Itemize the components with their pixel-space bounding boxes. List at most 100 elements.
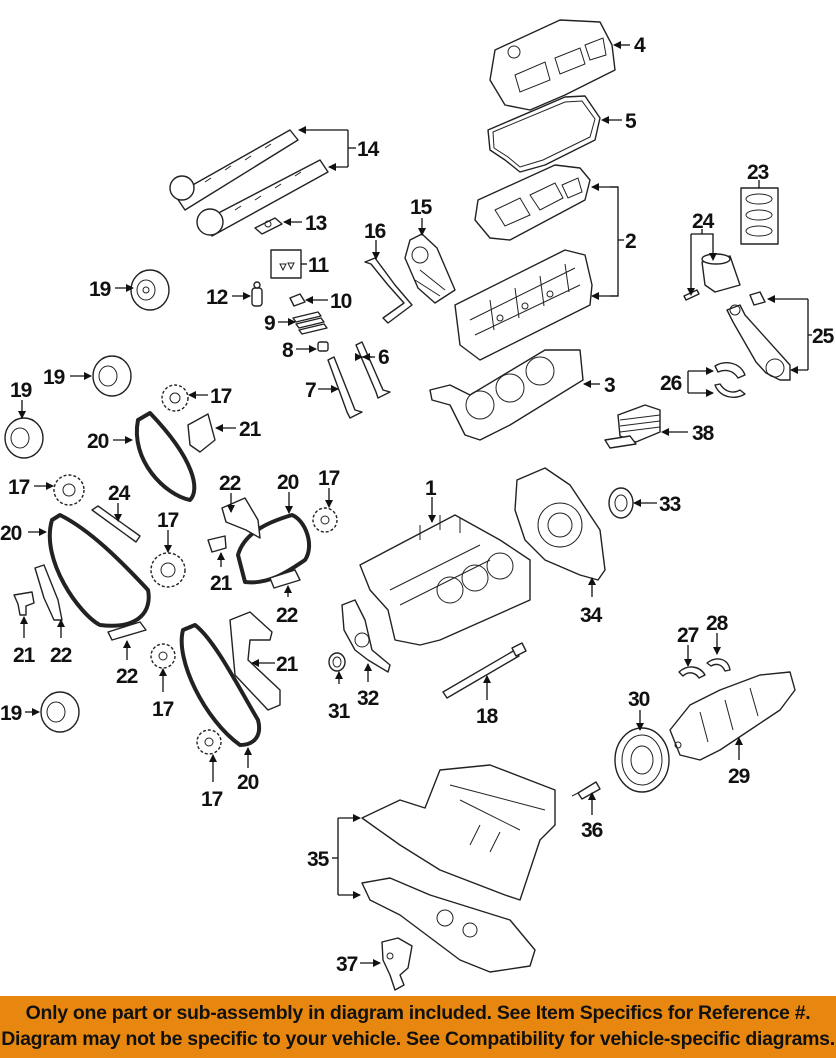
crankshaft-damper-part[interactable] (614, 727, 670, 793)
chain-guide-part-21d[interactable] (229, 611, 281, 711)
callout-19b: 19 (43, 366, 65, 389)
piston-rings-part[interactable] (740, 187, 779, 245)
callout-20a: 20 (87, 430, 109, 453)
callout-17b: 17 (8, 476, 30, 499)
chain-guide-part-c[interactable] (107, 621, 147, 641)
callout-7: 7 (305, 379, 316, 402)
cam-adjuster-gear-part-a[interactable] (130, 269, 170, 311)
camshaft-part[interactable] (169, 129, 329, 237)
callout-21a: 21 (239, 418, 262, 441)
chain-guide-part-a[interactable] (221, 497, 261, 539)
timing-chain-part-d[interactable] (179, 623, 261, 747)
sprocket-part-d[interactable] (312, 507, 338, 533)
callout-27: 27 (677, 624, 699, 647)
cam-adjuster-gear-part-b[interactable] (92, 355, 132, 397)
valve-cover-part[interactable] (489, 19, 616, 111)
callout-21c: 21 (13, 644, 36, 667)
valve-cover-gasket-part[interactable] (487, 95, 601, 173)
callout-13: 13 (305, 212, 327, 235)
callout-21d: 21 (276, 653, 299, 676)
callout-10: 10 (330, 290, 352, 313)
callout-15: 15 (410, 196, 433, 219)
callout-14: 14 (357, 138, 380, 161)
chain-tensioner-part-a[interactable] (187, 413, 216, 453)
timing-chain-part-b[interactable] (48, 513, 151, 628)
callout-31: 31 (328, 700, 351, 723)
callout-26: 26 (660, 372, 682, 395)
callout-17c: 17 (157, 509, 179, 532)
valve-spring-retainer-part[interactable] (289, 293, 306, 307)
callout-36: 36 (581, 819, 603, 842)
callout-30: 30 (628, 688, 650, 711)
callout-34: 34 (580, 604, 603, 627)
callout-33: 33 (659, 493, 681, 516)
cylinder-head-part[interactable] (454, 164, 593, 361)
callout-38: 38 (692, 422, 715, 445)
crankshaft-part[interactable] (669, 671, 796, 761)
valve-spring-part[interactable] (292, 311, 328, 335)
sprocket-part-a[interactable] (161, 384, 189, 412)
rocker-arm-part[interactable] (254, 217, 283, 235)
sprocket-part-f[interactable] (196, 729, 222, 755)
callout-17e: 17 (152, 698, 174, 721)
timing-chain-part-a[interactable] (134, 411, 197, 502)
callout-11: 11 (308, 254, 330, 277)
callout-20c: 20 (277, 471, 299, 494)
rod-bearings-part[interactable] (714, 362, 746, 398)
callout-16: 16 (364, 220, 386, 243)
callout-17a: 17 (210, 385, 232, 408)
disclaimer-banner: Only one part or sub-assembly in diagram… (0, 996, 836, 1058)
callout-20b: 20 (0, 522, 22, 545)
callout-19c: 19 (10, 379, 32, 402)
piston-part[interactable] (683, 253, 741, 301)
callout-22c: 22 (116, 665, 138, 688)
callout-1: 1 (425, 477, 437, 500)
intake-valve-part[interactable] (327, 356, 363, 419)
oil-pan-part[interactable] (361, 764, 556, 901)
callout-3: 3 (604, 374, 615, 397)
rear-main-seal-part[interactable] (608, 487, 634, 519)
front-seal-part[interactable] (328, 652, 346, 672)
chain-tensioner-part-b[interactable] (207, 535, 227, 553)
sprocket-part-b[interactable] (53, 474, 85, 506)
timing-cover-part[interactable] (404, 233, 456, 304)
oil-pan-gasket-part[interactable] (361, 877, 536, 973)
oil-pump-part[interactable] (381, 937, 413, 991)
disclaimer-line-2: Diagram may not be specific to your vehi… (1, 1028, 835, 1050)
sprocket-part-e[interactable] (150, 643, 176, 669)
chain-guide-rail-part[interactable] (91, 505, 141, 543)
valve-keepers-part[interactable] (270, 249, 302, 279)
callout-19a: 19 (89, 278, 111, 301)
callout-17d: 17 (318, 467, 340, 490)
callout-22d: 22 (276, 604, 298, 627)
engine-block-part[interactable] (359, 514, 531, 646)
callout-22b: 22 (50, 644, 72, 667)
callout-29: 29 (728, 765, 750, 788)
oil-pipe-part[interactable] (442, 642, 527, 699)
chain-tensioner-part-c[interactable] (13, 591, 35, 616)
callout-25: 25 (812, 325, 835, 348)
callout-21b: 21 (210, 572, 233, 595)
callout-19d: 19 (0, 702, 22, 725)
chain-guide-part-d[interactable] (269, 569, 301, 589)
lash-adjuster-part[interactable] (251, 281, 263, 307)
cam-adjuster-gear-part-c[interactable] (4, 417, 44, 459)
rear-engine-cover-part[interactable] (514, 467, 606, 581)
front-cover-part[interactable] (341, 599, 391, 673)
callout-12: 12 (206, 286, 228, 309)
timing-cover-gasket-part[interactable] (364, 257, 413, 324)
valve-stem-seal-part[interactable] (317, 341, 329, 352)
sealant-tube-part[interactable] (571, 781, 601, 800)
head-gasket-part[interactable] (429, 349, 584, 441)
disclaimer-line-1: Only one part or sub-assembly in diagram… (25, 1002, 811, 1024)
cam-adjuster-gear-part-d[interactable] (40, 691, 80, 733)
callout-22a: 22 (219, 472, 241, 495)
main-bearing-part[interactable] (678, 666, 706, 679)
connecting-rod-part[interactable] (726, 291, 791, 381)
oil-cooler-part[interactable] (604, 404, 661, 449)
callout-17f: 17 (201, 788, 223, 811)
thrust-bearing-part[interactable] (706, 658, 731, 672)
sprocket-part-c[interactable] (150, 552, 186, 588)
callout-28: 28 (706, 612, 729, 635)
